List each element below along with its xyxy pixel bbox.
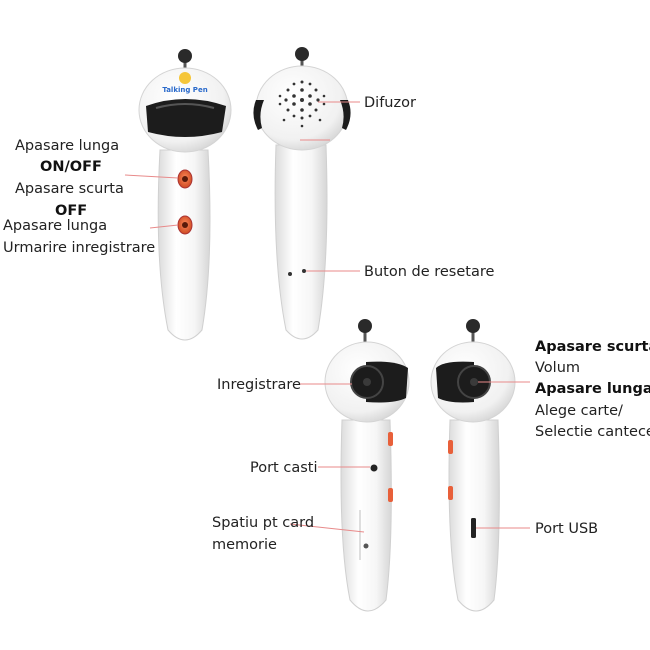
label-alege-carte: Alege carte/ bbox=[535, 403, 623, 419]
label-difuzor: Difuzor bbox=[364, 95, 416, 111]
logo-star-icon bbox=[179, 72, 191, 84]
label-selectie: Selectie cantece bbox=[535, 424, 650, 440]
usb-port-icon[interactable] bbox=[471, 518, 476, 538]
label-apasare-lunga-2: Apasare lunga bbox=[3, 218, 108, 234]
pen-side-record bbox=[324, 319, 410, 612]
label-spatiu-card-2: memorie bbox=[212, 537, 277, 553]
label-inregistrare: Inregistrare bbox=[217, 377, 301, 393]
antenna-ball-icon bbox=[295, 47, 309, 61]
antenna-ball-icon bbox=[358, 319, 372, 333]
antenna-ball-icon bbox=[466, 319, 480, 333]
label-on-off: ON/OFF bbox=[40, 159, 102, 175]
pen-back bbox=[253, 47, 351, 340]
card-slot-icon[interactable] bbox=[363, 543, 369, 549]
label-buton-resetare: Buton de resetare bbox=[364, 264, 495, 280]
label-off: OFF bbox=[55, 203, 88, 219]
label-urmarire: Urmarire inregistrare bbox=[3, 240, 156, 256]
label-spatiu-card-1: Spatiu pt card bbox=[212, 515, 315, 531]
label-port-casti: Port casti bbox=[250, 460, 318, 476]
logo-text: Talking Pen bbox=[162, 86, 207, 94]
reset-hole-icon[interactable] bbox=[288, 272, 292, 276]
pen-front: Talking Pen bbox=[138, 49, 232, 341]
label-apasare-scurta-1: Apasare scurta bbox=[15, 181, 124, 197]
label-apasare-scurta-2: Apasare scurta bbox=[535, 339, 650, 355]
pen-side-usb bbox=[430, 319, 516, 612]
speaker-grille bbox=[278, 80, 326, 128]
antenna-ball-icon bbox=[178, 49, 192, 63]
label-port-usb: Port USB bbox=[535, 521, 599, 537]
label-volum: Volum bbox=[535, 360, 581, 376]
headphone-port-icon[interactable] bbox=[370, 464, 378, 472]
label-apasare-lunga-1: Apasare lunga bbox=[15, 138, 120, 154]
leader-lines bbox=[124, 101, 530, 533]
label-apasare-lunga-3: Apasare lunga bbox=[535, 381, 650, 397]
